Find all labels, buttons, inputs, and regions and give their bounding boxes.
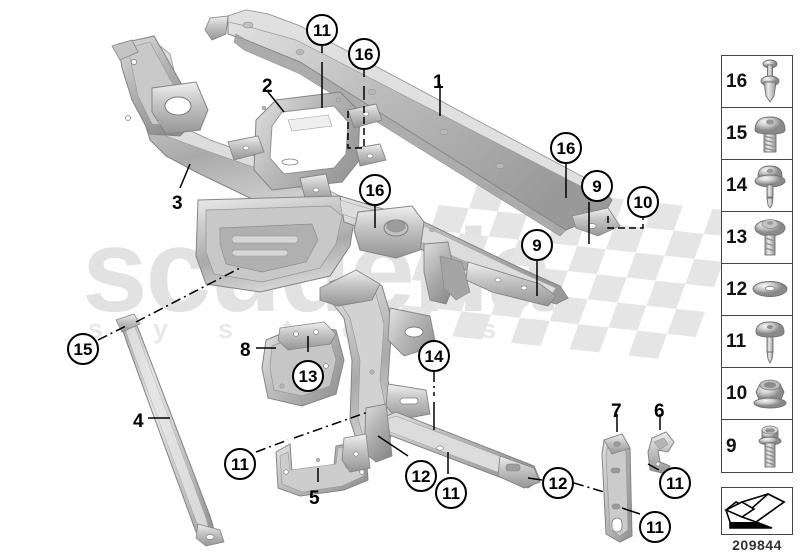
callout-9-9[interactable]: 9: [521, 229, 553, 261]
legend-art-14: [748, 160, 792, 211]
legend-art-15: [748, 108, 792, 159]
callout-1-3[interactable]: 1: [433, 72, 444, 93]
lower-cross-member-assembly: [195, 195, 569, 307]
legend-art-16: [748, 56, 792, 107]
collar-bolt-icon: [754, 219, 786, 256]
callout-4-13[interactable]: 4: [133, 411, 144, 432]
part-1-upper-cross-beam: [204, 9, 621, 237]
legend-number-16: 16: [726, 71, 748, 92]
callout-11-22[interactable]: 11: [659, 467, 691, 499]
legend-number-10: 10: [726, 383, 748, 404]
legend-row-12[interactable]: 12: [722, 264, 792, 316]
legend-row-10[interactable]: 10: [722, 368, 792, 420]
callout-12-17[interactable]: 12: [405, 460, 437, 492]
callout-11-18[interactable]: 11: [435, 477, 467, 509]
callout-16-4[interactable]: 16: [550, 132, 582, 164]
legend-art-10: [748, 368, 792, 419]
callout-5-16[interactable]: 5: [309, 488, 320, 509]
legend-row-9[interactable]: 9: [722, 420, 792, 472]
legend-art-13: [748, 212, 792, 263]
callout-15-10[interactable]: 15: [67, 333, 99, 365]
part-4-diagonal-strut: [115, 313, 225, 547]
legend-row-13[interactable]: 13: [722, 212, 792, 264]
callout-11-0[interactable]: 11: [306, 14, 338, 46]
callout-6-21[interactable]: 6: [654, 401, 665, 422]
callout-16-8[interactable]: 16: [359, 174, 391, 206]
legend-art-9: [748, 420, 792, 472]
callout-2-2[interactable]: 2: [262, 76, 273, 97]
part-2-square-mounting-frame: [227, 91, 387, 203]
callout-12-19[interactable]: 12: [542, 467, 574, 499]
callout-10-6[interactable]: 10: [627, 186, 659, 218]
callout-14-14[interactable]: 14: [418, 340, 450, 372]
legend-row-14[interactable]: 14: [722, 160, 792, 212]
dome-head-rivet-icon: [755, 321, 785, 365]
legend-art-12: [748, 264, 792, 315]
legend-art-11: [748, 316, 792, 367]
callout-3-7[interactable]: 3: [172, 193, 183, 214]
flanged-washer-bolt-icon: [754, 165, 786, 209]
callout-11-15[interactable]: 11: [224, 448, 256, 480]
legend-number-11: 11: [726, 331, 747, 352]
arrow-direction-icon: [724, 493, 786, 529]
pan-head-screw-icon: [754, 116, 786, 153]
legend-number-12: 12: [726, 279, 748, 300]
legend-number-15: 15: [726, 123, 748, 144]
callout-8-11[interactable]: 8: [240, 340, 251, 361]
hex-socket-bolt-icon: [758, 425, 782, 468]
legend-number-14: 14: [726, 175, 748, 196]
legend-number-9: 9: [726, 435, 737, 457]
legend-number-13: 13: [726, 227, 748, 248]
diagram-part-number: 209844: [732, 537, 782, 553]
push-rivet-icon: [760, 59, 780, 103]
fastener-legend-panel: 16 15 14 13 12 11 10 9: [721, 55, 793, 473]
callout-13-12[interactable]: 13: [292, 360, 324, 392]
direction-arrow-box: [721, 487, 793, 535]
callout-16-1[interactable]: 16: [348, 38, 380, 70]
leader-lines: [97, 46, 661, 515]
flat-washer-icon: [752, 281, 788, 297]
part-7-tall-flat-bracket: [601, 433, 633, 543]
callout-9-5[interactable]: 9: [581, 170, 613, 202]
flange-nut-icon: [753, 379, 787, 409]
legend-row-11[interactable]: 11: [722, 316, 792, 368]
callout-11-23[interactable]: 11: [639, 511, 671, 543]
legend-row-15[interactable]: 15: [722, 108, 792, 160]
legend-row-16[interactable]: 16: [722, 56, 792, 108]
callout-7-20[interactable]: 7: [611, 401, 622, 422]
lower-horizontal-rail: [341, 403, 541, 489]
